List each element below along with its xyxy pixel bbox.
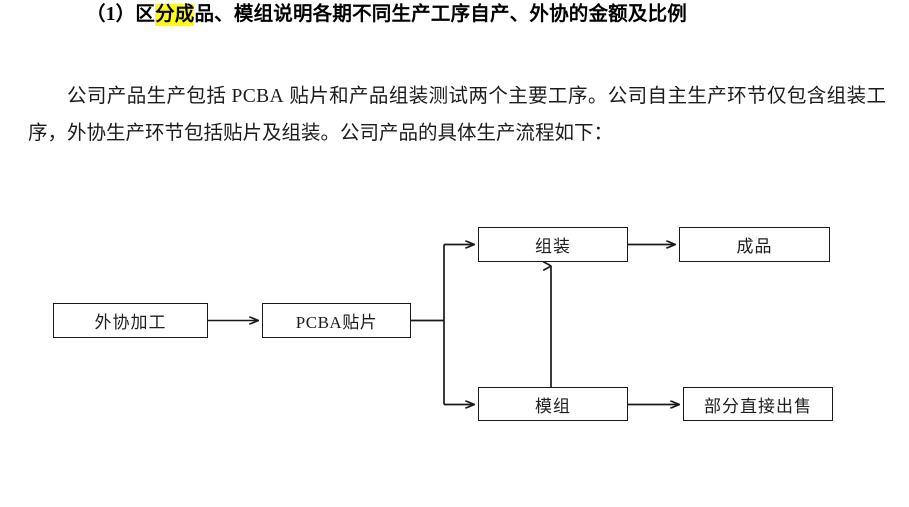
flow-node-label: 外协加工 — [94, 313, 167, 332]
flow-node-label: 模组 — [535, 396, 571, 416]
paragraph-segment-1: 公司产品生产包括 — [67, 85, 232, 107]
page-title: （1）区分成品、模组说明各期不同生产工序自产、外协的金额及比例 — [86, 2, 886, 28]
flow-node-bufen-zhijie-chushou[interactable]: 部分直接出售 — [683, 387, 833, 421]
flow-node-zuzhuang[interactable]: 组装 — [478, 227, 628, 262]
body-paragraph: 公司产品生产包括 PCBA 贴片和产品组装测试两个主要工序。公司自主生产环节仅包… — [28, 78, 886, 152]
title-suffix: 品、模组说明各期不同生产工序自产、外协的金额及比例 — [194, 4, 687, 25]
flow-node-label: 成品 — [736, 237, 773, 256]
title-prefix: （1）区 — [86, 4, 156, 25]
flow-node-chengpin[interactable]: 成品 — [679, 227, 830, 262]
flow-node-label: 部分直接出售 — [704, 396, 812, 416]
paragraph-latin-term: PCBA — [231, 85, 285, 107]
paragraph-segment-2: 贴片和产品组装测试两个主要工序。公司自主生产环节仅包含组装工序，外协生产环节包括… — [28, 85, 886, 144]
flow-node-label: PCBA贴片 — [295, 313, 378, 332]
flow-node-label: 组装 — [535, 237, 571, 256]
flow-node-mozu[interactable]: 模组 — [478, 387, 628, 421]
title-highlighted-text: 分成 — [155, 4, 195, 26]
flow-node-waixie-jiagong[interactable]: 外协加工 — [53, 303, 208, 338]
flow-node-pcba-tiepian[interactable]: PCBA贴片 — [262, 303, 411, 338]
